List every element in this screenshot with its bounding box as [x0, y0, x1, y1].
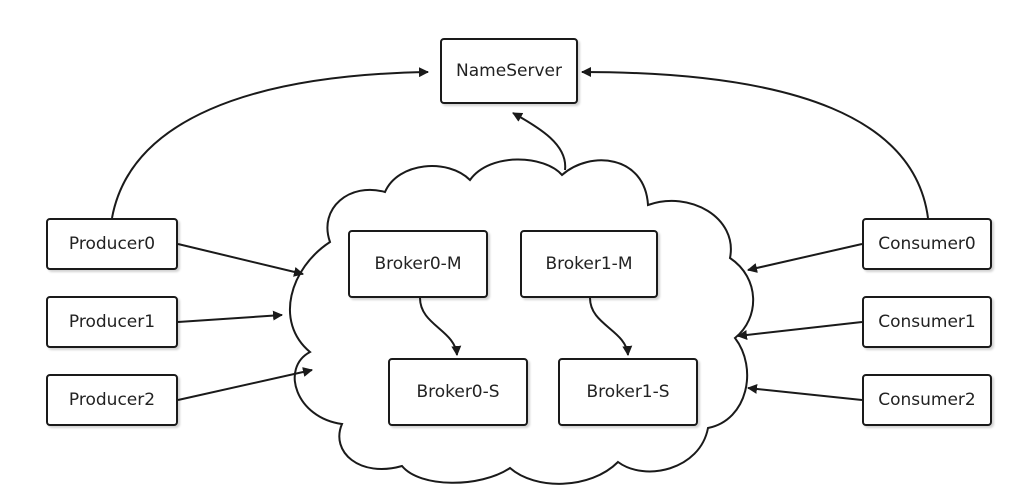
producer0-to-nameserver-arrow [111, 67, 429, 219]
consumer0-node: Consumer0 [862, 218, 992, 270]
consumer1-to-cluster-arrow [737, 321, 863, 340]
broker1-slave-node: Broker1-S [558, 358, 698, 426]
broker1-master-node: Broker1-M [520, 230, 658, 298]
broker0-replication-arrow [419, 297, 462, 356]
broker1-replication-arrow [589, 297, 633, 356]
producer2-node: Producer2 [46, 374, 178, 426]
consumer0-to-nameserver-arrow [581, 67, 929, 219]
producer2-to-cluster-arrow [177, 367, 313, 401]
nameserver-node: NameServer [440, 38, 578, 104]
cluster-to-nameserver-arrow [512, 112, 567, 171]
broker0-master-node: Broker0-M [348, 230, 488, 298]
broker-cluster-cloud [288, 158, 755, 485]
consumer2-node: Consumer2 [862, 374, 992, 426]
broker0-slave-node: Broker0-S [388, 358, 528, 426]
producer0-to-cluster-arrow [177, 243, 304, 277]
consumer0-to-cluster-arrow [747, 243, 863, 273]
producer1-to-cluster-arrow [177, 310, 283, 323]
consumer1-node: Consumer1 [862, 296, 992, 348]
producer0-node: Producer0 [46, 218, 178, 270]
consumer2-to-cluster-arrow [747, 383, 863, 401]
producer1-node: Producer1 [46, 296, 178, 348]
